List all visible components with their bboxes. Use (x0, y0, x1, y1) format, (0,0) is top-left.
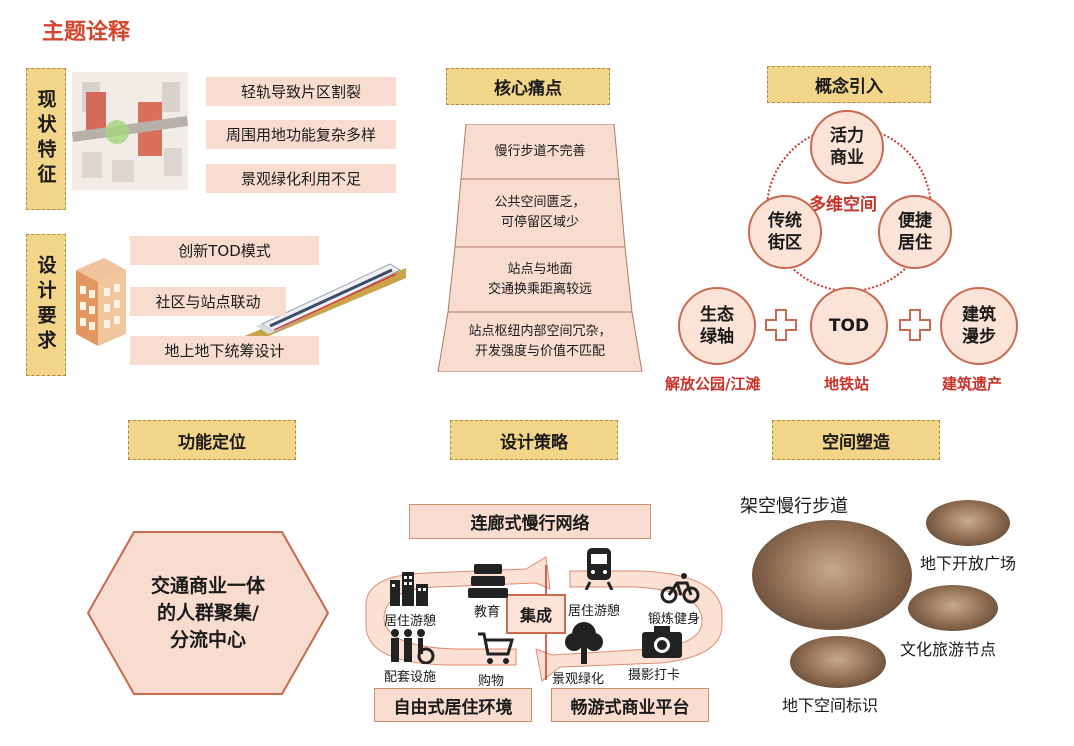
design-item-1: 创新TOD模式 (130, 236, 319, 265)
bicycle-icon (660, 572, 700, 604)
concept-tod-label: 地铁站 (824, 375, 870, 393)
strategy-icon-label-8: 摄影打卡 (628, 668, 681, 683)
buildings-icon (388, 570, 430, 606)
strategy-icon-label-5: 居住游憩 (568, 604, 621, 619)
current-label: 现状特征 (26, 68, 66, 210)
strategy-icon-label-4: 购物 (478, 674, 505, 689)
space-label-1: 架空慢行步道 (740, 496, 848, 517)
pain-item-2: 公共空间匮乏， 可停留区域少 (494, 195, 586, 230)
underground-plaza-photo (926, 500, 1010, 546)
strategy-tag: 设计策略 (450, 420, 618, 460)
strategy-icon-label-7: 景观绿化 (552, 672, 605, 687)
function-tag: 功能定位 (128, 420, 296, 460)
train-illustration (240, 248, 406, 344)
concept-tod-circle: TOD (810, 287, 888, 365)
strategy-icon-label-2: 教育 (474, 605, 501, 620)
concept-left-circle: 传统 街区 (748, 195, 822, 269)
space-label-3: 文化旅游节点 (900, 640, 997, 659)
concept-right-circle: 便捷 居住 (878, 195, 952, 269)
pain-item-1: 慢行步道不完善 (494, 143, 586, 159)
concept-tag: 概念引入 (767, 66, 931, 103)
strategy-bottom-left: 自由式居住环境 (374, 688, 532, 722)
design-item-3: 地上地下统筹设计 (130, 336, 319, 365)
concept-eco-label: 解放公园/江滩 (665, 375, 761, 393)
strategy-icon-label-6: 锻炼健身 (648, 612, 701, 627)
design-label: 设计要求 (26, 234, 66, 376)
accessibility-icon (388, 628, 438, 665)
pain-item-3: 站点与地面 交通换乘距离较远 (487, 261, 592, 297)
underground-sign-photo (790, 636, 886, 688)
plus-icon (764, 308, 798, 342)
strategy-icon-label-1: 居住游憩 (384, 614, 437, 629)
space-label-4: 地下空间标识 (782, 696, 879, 715)
current-item-1: 轻轨导致片区割裂 (206, 77, 396, 106)
site-plan-illustration (71, 72, 189, 190)
cart-icon (476, 630, 514, 666)
function-hexagon: 交通商业一体 的人群聚集/ 分流中心 (86, 530, 330, 696)
books-icon (466, 562, 510, 600)
concept-top-circle: 活力 商业 (810, 110, 884, 184)
elevated-walkway-photo (752, 520, 912, 630)
pain-tag: 核心痛点 (446, 68, 610, 105)
page-title: 主题诠释 (42, 20, 131, 45)
strategy-top-band: 连廊式慢行网络 (409, 504, 651, 539)
concept-arch-label: 建筑遗产 (942, 375, 1003, 393)
strategy-center: 集成 (506, 594, 566, 634)
camera-icon (640, 624, 684, 660)
tree-icon (564, 620, 604, 664)
space-label-2: 地下开放广场 (920, 554, 1017, 573)
concept-ring-center: 多维空间 (809, 195, 877, 215)
culture-node-photo (908, 585, 998, 631)
concept-arch-circle: 建筑 漫步 (940, 287, 1018, 365)
plus-icon (898, 308, 932, 342)
function-hex-text: 交通商业一体 的人群聚集/ 分流中心 (150, 574, 265, 651)
strategy-bottom-right: 畅游式商业平台 (551, 688, 709, 722)
pain-pyramid: 慢行步道不完善 公共空间匮乏， 可停留区域少 站点与地面 交通换乘距离较远 站点… (430, 124, 650, 372)
train-icon (584, 546, 614, 591)
pain-item-4: 站点枢纽内部空间冗杂， 开发强度与价值不匹配 (468, 324, 612, 359)
design-item-2: 社区与站点联动 (130, 287, 286, 316)
space-tag: 空间塑造 (772, 420, 940, 460)
current-item-2: 周围用地功能复杂多样 (206, 120, 396, 149)
building-illustration (70, 250, 132, 350)
strategy-icon-label-3: 配套设施 (384, 670, 437, 685)
current-item-3: 景观绿化利用不足 (206, 164, 396, 193)
concept-eco-circle: 生态 绿轴 (678, 287, 756, 365)
